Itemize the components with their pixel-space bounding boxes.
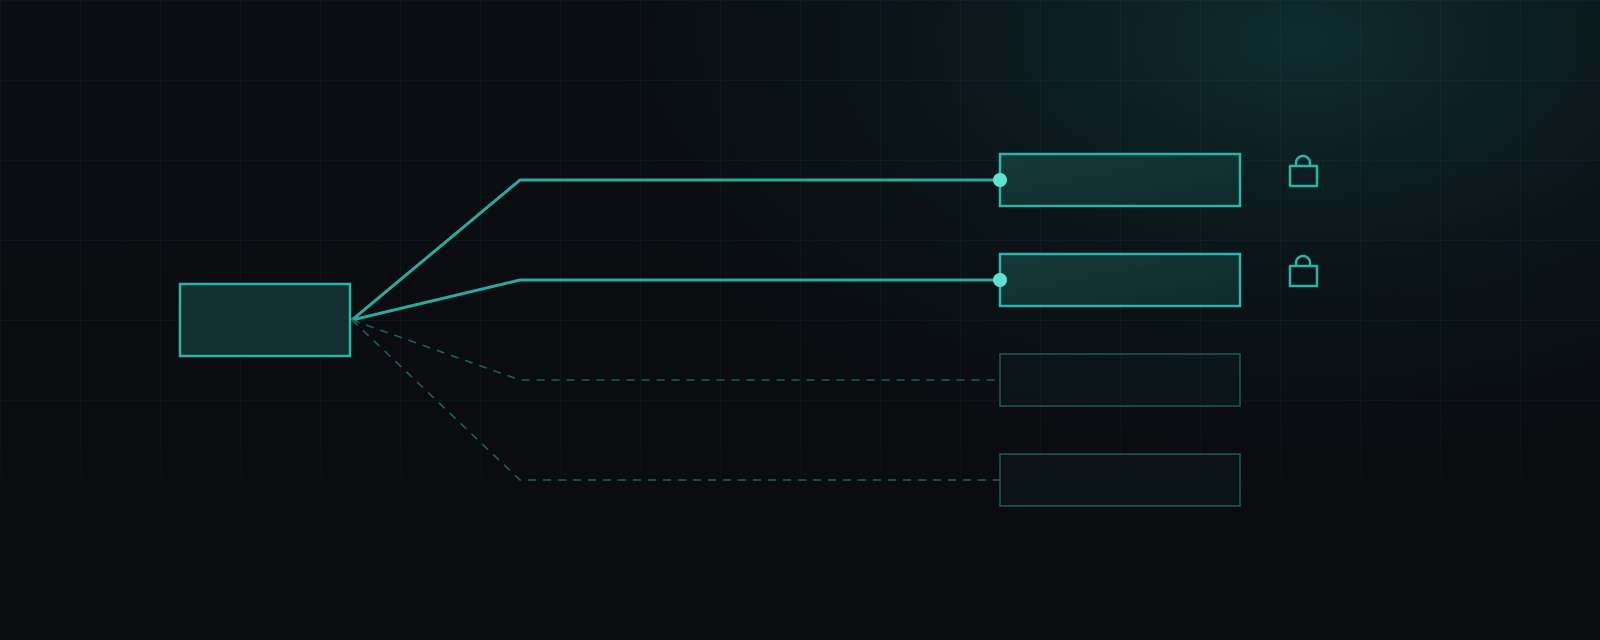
connection-dot-1 [993, 173, 1007, 187]
lock-icon [1288, 254, 1319, 288]
target-node-2[interactable] [998, 252, 1242, 308]
connector-1 [351, 178, 1000, 322]
connector-3 [351, 319, 1000, 381]
background-grid [0, 0, 1600, 540]
target-node-3[interactable] [999, 353, 1241, 407]
target-node-1[interactable] [998, 152, 1242, 208]
connector-4 [351, 319, 1000, 481]
connection-dot-2 [993, 273, 1007, 287]
lock-icon [1288, 154, 1319, 188]
source-node[interactable] [178, 282, 352, 358]
target-node-4[interactable] [999, 453, 1241, 507]
connector-2 [351, 278, 1000, 322]
